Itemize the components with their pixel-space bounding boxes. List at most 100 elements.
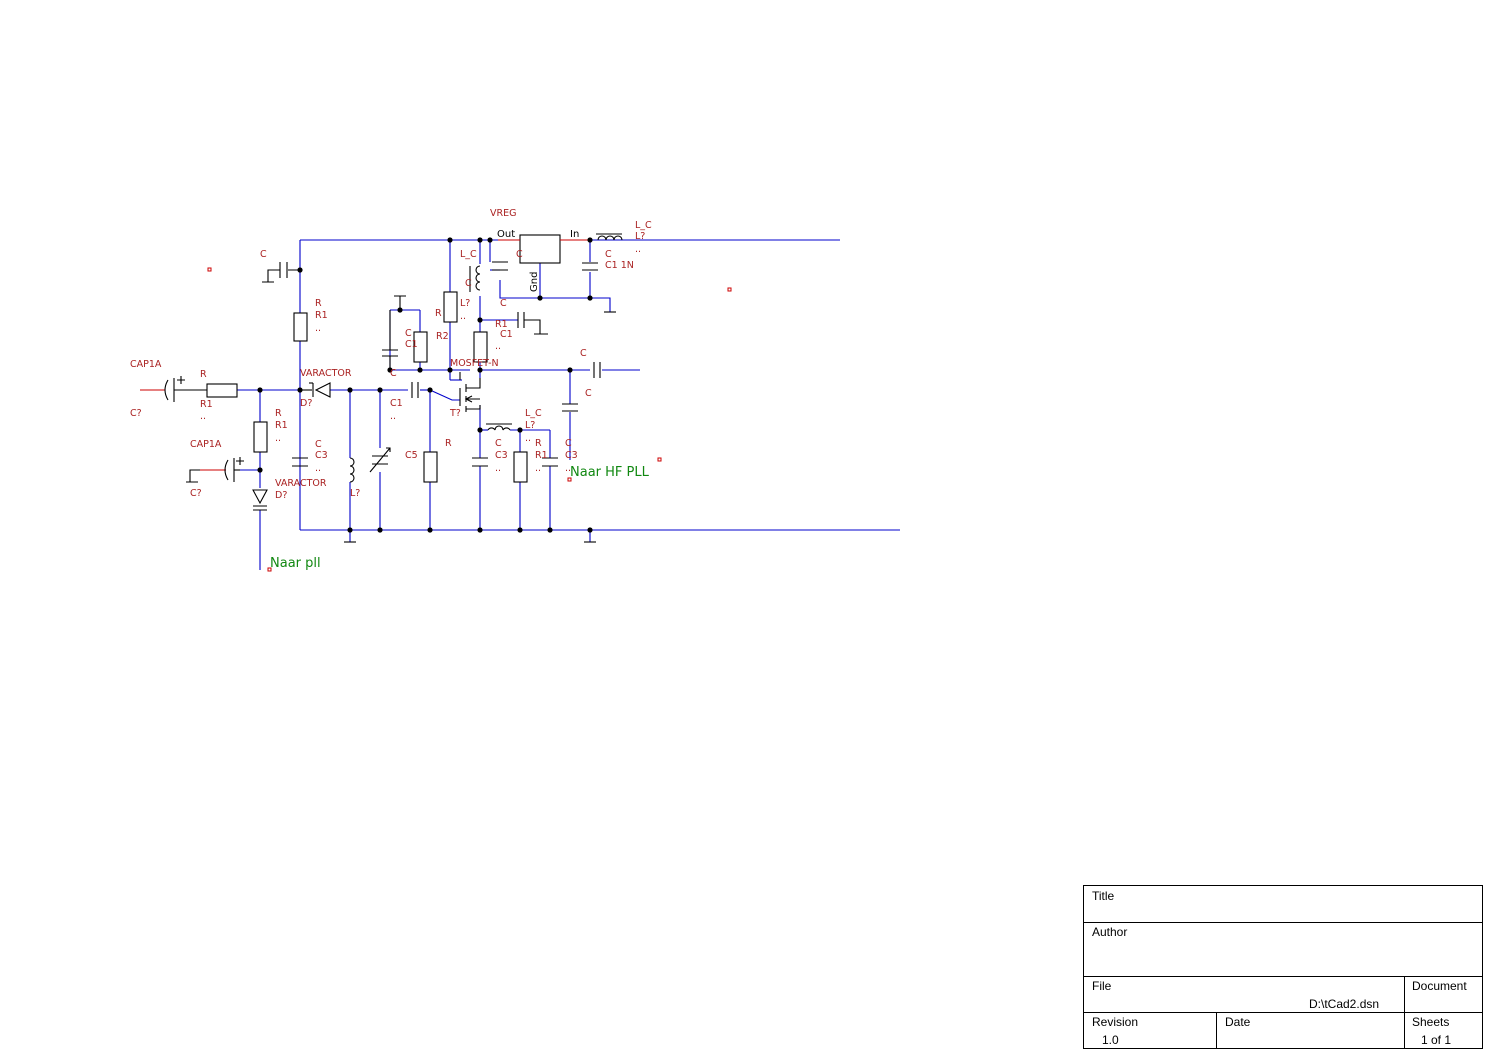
vreg-pin-out: Out bbox=[497, 229, 515, 240]
date-label: Date bbox=[1225, 1015, 1251, 1029]
c-in-ref: C1 1N bbox=[605, 260, 634, 271]
c1-series-extra: .. bbox=[390, 411, 396, 422]
schematic-canvas: VREG Out In Gnd C L_C L? .. C C1 1N C C … bbox=[130, 208, 900, 572]
mosfet-n[interactable] bbox=[459, 372, 481, 412]
capacitor-cap1a-2[interactable] bbox=[186, 457, 244, 483]
r-bias-value: R bbox=[275, 408, 282, 419]
junction-dots bbox=[257, 237, 593, 533]
c-top-left-value: C bbox=[260, 249, 267, 260]
varactor-2-value: VARACTOR bbox=[275, 478, 327, 489]
ground-symbols bbox=[344, 311, 616, 543]
l-tank-ref: L? bbox=[350, 488, 360, 499]
c3-value: C bbox=[315, 439, 322, 450]
vreg-pin-in: In bbox=[570, 229, 579, 240]
mosfet-ref: T? bbox=[449, 408, 461, 419]
resistor-r1-drain[interactable] bbox=[473, 331, 488, 363]
capacitor-c-output[interactable] bbox=[593, 362, 601, 378]
file-label: File bbox=[1092, 979, 1112, 993]
r-top-value: R bbox=[315, 298, 322, 309]
cap1a-1-value: CAP1A bbox=[130, 359, 162, 370]
r-src-extra: .. bbox=[535, 463, 541, 474]
c-small-ref: C1 bbox=[405, 339, 418, 350]
inductor-l-source[interactable] bbox=[486, 423, 512, 433]
varactor-1-value: VARACTOR bbox=[300, 368, 352, 379]
l-drain-extra: .. bbox=[460, 311, 466, 322]
r-drain-extra: .. bbox=[495, 341, 501, 352]
capacitor-c3-source[interactable] bbox=[472, 457, 488, 467]
l-src-ref: L? bbox=[525, 420, 535, 431]
cap1a-2-ref: C? bbox=[190, 488, 202, 499]
varactor-1-ref: D? bbox=[300, 398, 312, 409]
net-label-pll: Naar pll bbox=[270, 556, 321, 571]
l-drain-ref: L? bbox=[460, 298, 470, 309]
c-drain-value: C bbox=[465, 278, 472, 289]
capacitor-c-top-left[interactable] bbox=[262, 262, 300, 283]
capacitor-c-small[interactable] bbox=[382, 310, 398, 370]
resistor-r1-source[interactable] bbox=[513, 451, 528, 483]
r-gate-value: R bbox=[445, 438, 452, 449]
c-fb-value: C bbox=[390, 368, 397, 379]
sheets-label: Sheets bbox=[1412, 1015, 1450, 1029]
resistor-r-top[interactable] bbox=[293, 312, 308, 342]
resistor-r2[interactable] bbox=[443, 291, 458, 323]
r2-ref: R2 bbox=[436, 331, 449, 342]
net-markers bbox=[207, 267, 732, 572]
varactor-2-ref: D? bbox=[275, 490, 287, 501]
capacitor-c3-source2[interactable] bbox=[542, 457, 558, 467]
r2-value: R bbox=[435, 308, 442, 319]
c5-value: C5 bbox=[405, 450, 418, 461]
l-src-value: L_C bbox=[525, 408, 542, 419]
c-output-value: C bbox=[580, 348, 587, 359]
author-label: Author bbox=[1092, 925, 1128, 939]
c-src2-ref: C3 bbox=[565, 450, 578, 461]
varactor-d1[interactable] bbox=[300, 382, 331, 398]
inductor-l-in[interactable] bbox=[596, 233, 623, 241]
r-bias-extra: .. bbox=[275, 433, 281, 444]
capacitor-c1-series[interactable] bbox=[411, 382, 419, 398]
resistor-c1-branch[interactable] bbox=[413, 331, 428, 363]
wires bbox=[237, 239, 900, 570]
vreg-pin-gnd: Gnd bbox=[529, 272, 540, 292]
cap1a-2-value: CAP1A bbox=[190, 439, 222, 450]
c-output2-value: C bbox=[585, 388, 592, 399]
capacitor-c-in[interactable] bbox=[582, 262, 598, 271]
c-src-value: C bbox=[495, 438, 502, 449]
variable-capacitor[interactable] bbox=[369, 447, 391, 473]
vreg-ref: VREG bbox=[490, 208, 516, 219]
l-in-value: L_C bbox=[635, 220, 652, 231]
mosfet-value: MOSFET-N bbox=[450, 358, 499, 369]
c-src-ref: C3 bbox=[495, 450, 508, 461]
c3-extra: .. bbox=[315, 463, 321, 474]
vreg-ic[interactable] bbox=[498, 234, 590, 264]
inductor-l-drain[interactable] bbox=[469, 265, 481, 292]
r-src-value: R bbox=[535, 438, 542, 449]
file-value: D:\tCad2.dsn bbox=[1309, 997, 1380, 1011]
r-src-ref: R1 bbox=[535, 450, 548, 461]
net-label-hf-pll: Naar HF PLL bbox=[570, 465, 650, 480]
title-block: Title Author File D:\tCad2.dsn Document … bbox=[1083, 885, 1483, 1049]
capacitor-c-out[interactable] bbox=[492, 261, 508, 271]
resistor-r-bias[interactable] bbox=[253, 421, 268, 453]
r-top-extra: .. bbox=[315, 323, 321, 334]
revision-value: 1.0 bbox=[1102, 1033, 1119, 1047]
l-drain-value: L_C bbox=[460, 249, 477, 260]
l-in-ref: L? bbox=[635, 231, 645, 242]
r-top-ref: R1 bbox=[315, 310, 328, 321]
capacitor-cap1a-1[interactable] bbox=[140, 376, 207, 402]
c-small-value: C bbox=[405, 328, 412, 339]
c-src2-value: C bbox=[565, 438, 572, 449]
r-series-extra: .. bbox=[200, 411, 206, 422]
cap1a-1-ref: C? bbox=[130, 408, 142, 419]
capacitor-c1-drain[interactable] bbox=[517, 312, 548, 335]
l-in-extra: .. bbox=[635, 244, 641, 255]
l-src-extra: .. bbox=[525, 433, 531, 444]
inductor-l-tank[interactable] bbox=[349, 457, 355, 483]
resistor-r-series[interactable] bbox=[206, 383, 238, 398]
r-series-ref: R1 bbox=[200, 399, 213, 410]
title-label: Title bbox=[1092, 889, 1115, 903]
capacitor-c-output2[interactable] bbox=[562, 403, 578, 412]
varactor-d2[interactable] bbox=[252, 489, 268, 511]
capacitor-c3[interactable] bbox=[292, 457, 308, 467]
resistor-r-gate[interactable] bbox=[423, 451, 438, 483]
r-bias-ref: R1 bbox=[275, 420, 288, 431]
